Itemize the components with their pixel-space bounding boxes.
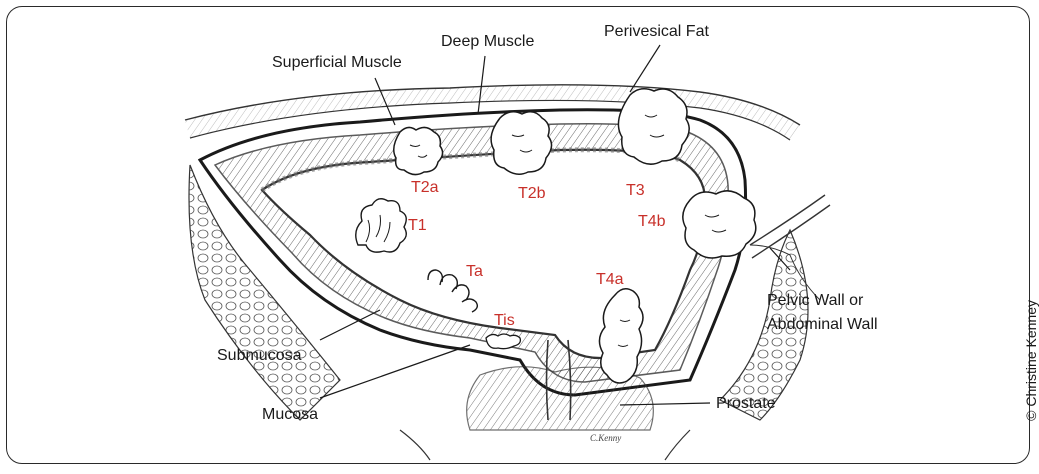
tumor-t4b — [683, 191, 756, 258]
label-deep-muscle: Deep Muscle — [441, 33, 534, 51]
label-prostate: Prostate — [716, 395, 776, 413]
stage-label-t4b: T4b — [638, 214, 666, 230]
stage-label-t2a: T2a — [411, 180, 439, 196]
stage-label-t2b: T2b — [518, 186, 546, 202]
tumor-t2a — [394, 127, 443, 174]
credit-wrapper: © Christine Kenney — [1023, 300, 1039, 421]
tumor-t2b — [491, 112, 551, 175]
label-pelvic-wall-line1: Pelvic Wall or — [767, 292, 863, 310]
stage-label-ta: Ta — [466, 264, 483, 280]
label-superficial-muscle: Superficial Muscle — [272, 54, 402, 72]
stage-label-t3: T3 — [626, 183, 645, 199]
artist-signature: C.Kenny — [590, 433, 621, 443]
copyright-credit: © Christine Kenney — [1023, 300, 1039, 421]
label-mucosa: Mucosa — [262, 406, 318, 424]
label-perivesical-fat: Perivesical Fat — [604, 23, 709, 41]
tumor-t3 — [618, 89, 689, 164]
stage-label-t1: T1 — [408, 218, 427, 234]
stage-label-t4a: T4a — [596, 272, 624, 288]
label-pelvic-wall-line2: Abdominal Wall — [767, 316, 878, 334]
label-submucosa: Submucosa — [217, 347, 302, 365]
stage-label-tis: Tis — [494, 313, 515, 329]
